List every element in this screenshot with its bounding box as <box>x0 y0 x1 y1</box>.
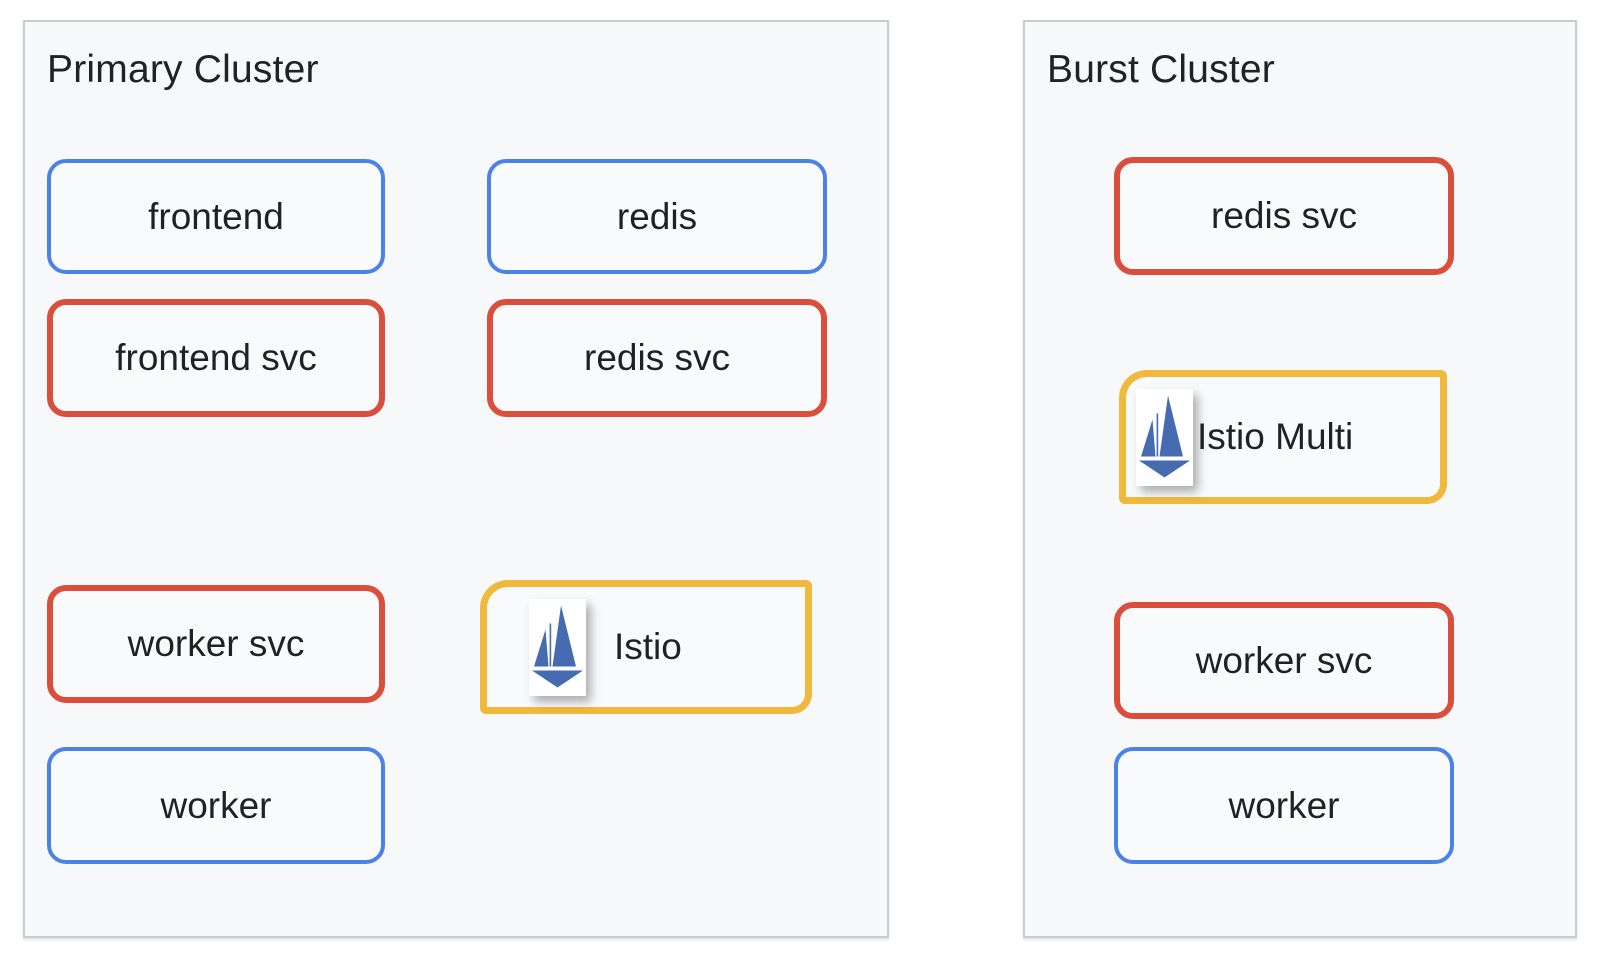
primary-cluster-container: Primary Cluster frontend redis frontend … <box>23 20 889 938</box>
node-label: redis svc <box>584 337 730 378</box>
node-worker[interactable]: worker <box>1114 747 1454 864</box>
node-istio-multi[interactable]: Istio Multi <box>1119 370 1447 504</box>
node-frontend-svc[interactable]: frontend svc <box>47 299 385 417</box>
node-label: Istio Multi <box>1197 416 1354 457</box>
node-worker[interactable]: worker <box>47 747 385 864</box>
node-frontend[interactable]: frontend <box>47 159 385 274</box>
cluster-title: Burst Cluster <box>1047 48 1275 91</box>
node-label: frontend svc <box>115 337 317 378</box>
node-label: Istio <box>614 626 682 667</box>
istio-sailboat-icon <box>529 598 586 696</box>
cluster-title: Primary Cluster <box>47 48 319 91</box>
node-label: redis svc <box>1211 195 1357 236</box>
node-istio[interactable]: Istio <box>480 580 812 714</box>
node-redis[interactable]: redis <box>487 159 827 274</box>
node-worker-svc[interactable]: worker svc <box>47 585 385 703</box>
node-label: worker <box>1228 784 1340 826</box>
node-redis-svc[interactable]: redis svc <box>1114 157 1454 275</box>
istio-sailboat-icon <box>1136 388 1193 486</box>
node-label: worker svc <box>1195 639 1373 681</box>
node-worker-svc[interactable]: worker svc <box>1114 602 1454 719</box>
node-label: worker <box>160 784 272 826</box>
node-label: frontend <box>148 195 284 237</box>
node-label: redis <box>616 195 698 237</box>
node-label: worker svc <box>127 623 305 664</box>
burst-cluster-container: Burst Cluster redis svc Istio Multi work… <box>1023 20 1577 938</box>
node-redis-svc[interactable]: redis svc <box>487 299 827 417</box>
